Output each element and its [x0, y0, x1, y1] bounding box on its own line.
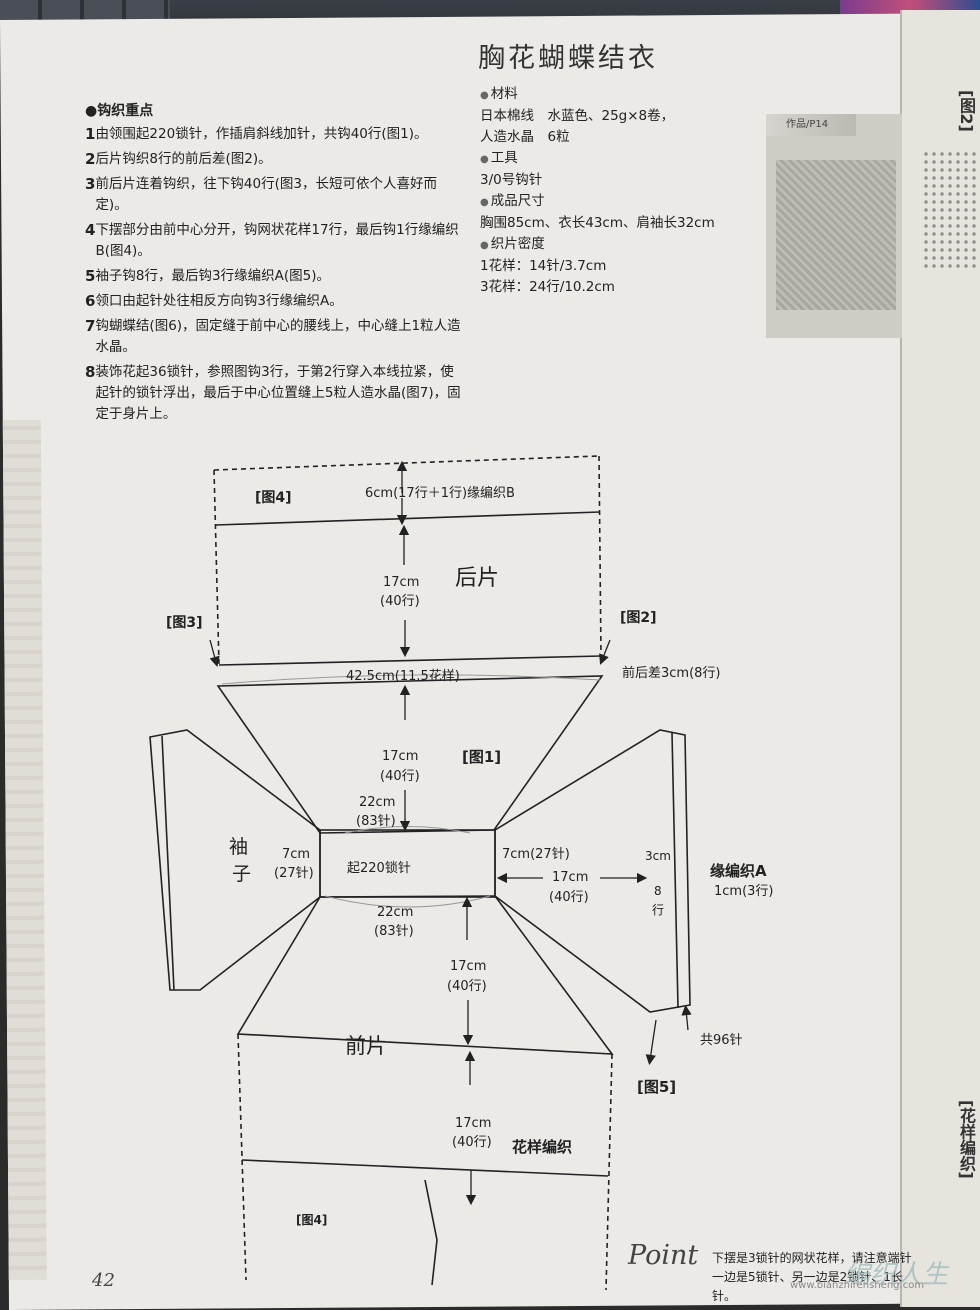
front-center-split [424, 1179, 438, 1286]
front-yoke-rows: (40行) [447, 979, 487, 994]
sleeve-rows: (40行) [549, 890, 589, 905]
left-sleeve-shape [149, 729, 321, 991]
fig4-top-label: [图4] [255, 490, 292, 506]
tools-heading: 工具 [480, 148, 740, 170]
fig5-pointer [645, 1019, 657, 1066]
fig5-label: [图5] [637, 1078, 676, 1096]
point-label: Point [628, 1240, 699, 1271]
gauge-heading: 织片密度 [480, 234, 740, 256]
photo-label: 作品/P14 [766, 114, 856, 136]
neck-top-stitches: (83针) [356, 814, 396, 829]
sleeve-length: 17cm [552, 870, 588, 885]
total-st-pointer [681, 1004, 692, 1031]
fig4-bottom-label: [图4] [296, 1213, 327, 1227]
back-right-dashed [598, 455, 602, 657]
back-border-line [214, 511, 601, 526]
key-points-heading: ●钩织重点 [85, 103, 154, 119]
page-number: 42 [92, 1270, 115, 1291]
page-title: 胸花蝴蝶结衣 [478, 43, 658, 74]
chain-label: 起220锁针 [347, 860, 411, 876]
front-label: 前片 [345, 1034, 387, 1058]
left-stitches: (27针) [274, 866, 314, 881]
left-cuff-line [161, 735, 175, 991]
width-arc [221, 674, 601, 685]
fig3-pointer [209, 639, 220, 668]
width-label: 42.5cm(11.5花样) [346, 668, 460, 684]
body-rows: (40行) [452, 1135, 492, 1150]
cuff-rows-unit: 行 [652, 903, 664, 917]
front-yoke-shape [236, 895, 614, 1055]
front-back-diff: 前后差3cm(8行) [622, 665, 721, 681]
cuff-rows-num: 8 [654, 884, 662, 898]
facing-page-chart [922, 150, 977, 270]
total-stitches: 共96针 [700, 1033, 743, 1048]
neck-top-width: 22cm [359, 795, 395, 810]
facing-page: [图2] [花样编织] [900, 10, 980, 1307]
border-a-size: 1cm(3行) [714, 884, 774, 899]
right-cuff-line [671, 732, 679, 1009]
neck-bottom-width: 22cm [377, 905, 413, 920]
back-length: 17cm [383, 575, 419, 590]
fig2-label: [图2] [620, 610, 657, 626]
point-text: 下摆是3锁针的网状花样，请注意端针一边是5锁针、另一边是2锁针、1长针。 [712, 1251, 912, 1303]
back-bottom-line [218, 655, 602, 666]
knit-sample-image [776, 160, 896, 310]
back-border-top-line [213, 455, 600, 471]
hook-line: 3/0号钩针 [480, 172, 543, 188]
body-length: 17cm [455, 1116, 491, 1131]
pattern-label: 花样编织 [512, 1138, 572, 1156]
border-b-label: 6cm(17行＋1行)缘编织B [365, 486, 515, 501]
back-left-dashed [213, 469, 220, 666]
yoke-length: 17cm [382, 749, 418, 764]
left-width: 7cm [282, 847, 310, 862]
watermark-url: www.bianzhirensheng.com [790, 1280, 925, 1291]
right-sleeve-shape [494, 729, 691, 1013]
size-line: 胸围85cm、衣长43cm、肩袖长32cm [480, 215, 715, 231]
sleeve-char-2: 子 [232, 863, 251, 885]
materials-heading: 材料 [480, 84, 740, 106]
watermark-logo: 编织人生 [844, 1260, 949, 1290]
back-rows: (40行) [380, 594, 420, 609]
gauge-line-1: 1花样：14针/3.7cm [480, 258, 607, 274]
fig2-pointer [599, 639, 611, 665]
front-right-dashed [605, 1053, 613, 1291]
front-left-dashed [237, 1033, 247, 1281]
cuff-width: 3cm [645, 849, 671, 863]
yarn-line: 日本棉线 水蓝色、25g×8卷， [480, 108, 675, 124]
materials-block: 材料 日本棉线 水蓝色、25g×8卷， 人造水晶 6粒 工具 3/0号钩针 成品… [480, 84, 740, 298]
facing-page-fig-tag: [图2] [957, 90, 976, 132]
fig3-label: [图3] [166, 615, 203, 631]
facing-page-section-tag: [花样编织] [957, 1100, 976, 1179]
border-a-label: 缘编织A [710, 862, 767, 880]
gauge-line-2: 3花样：24行/10.2cm [480, 279, 615, 295]
size-heading: 成品尺寸 [480, 191, 740, 213]
right-width: 7cm(27针) [502, 847, 570, 862]
back-label: 后片 [455, 566, 499, 591]
front-border-line [241, 1159, 609, 1177]
neck-bottom-stitches: (83针) [374, 924, 414, 939]
fig1-label: [图1] [462, 748, 501, 766]
yoke-rows: (40行) [380, 769, 420, 784]
front-yoke-length: 17cm [450, 959, 486, 974]
sleeve-char-1: 袖 [229, 836, 248, 858]
crystal-line: 人造水晶 6粒 [480, 129, 570, 145]
product-photo: 作品/P14 [766, 114, 902, 338]
